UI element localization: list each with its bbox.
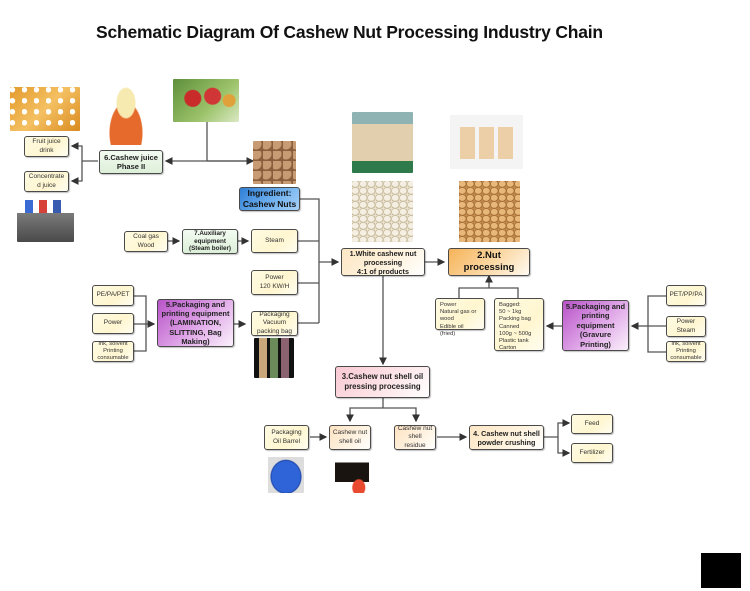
node-shell-oil: Cashew nut shell oil — [329, 425, 371, 450]
node-power-120: Power 120 KW/H — [251, 270, 298, 295]
node-nut-inputs: Power Natural gas or wood Edible oil (fr… — [435, 298, 485, 337]
wire-crush-split — [544, 422, 568, 454]
node-shell-residue: Cashew nut shell residue — [394, 425, 436, 450]
node-fruit-juice-drink: Fruit juice drink — [24, 136, 69, 157]
photo-white-kernels — [352, 181, 413, 242]
node-left-power: Power — [92, 313, 134, 334]
photo-cashew-tree — [173, 79, 239, 122]
photo-shell-oil — [335, 457, 369, 493]
node-packaging-lamination: 5.Packaging and printing equipment (LAMI… — [157, 299, 234, 347]
photo-vacuum-bags — [254, 338, 294, 378]
node-oil-barrel: Packaging Oil Barrel — [264, 425, 309, 450]
wire-shell-split — [349, 398, 417, 420]
node-cashew-juice: 6.Cashew juice Phase II — [99, 150, 163, 174]
node-feed: Feed — [571, 414, 613, 434]
node-white-cashew-processing: 1.White cashew nut processing 4:1 of pro… — [341, 248, 425, 276]
node-coal-gas: Coal gas Wood — [124, 231, 168, 252]
photo-retail-bags — [450, 115, 523, 169]
node-right-ink: Ink, solvent Printing consumable — [666, 341, 706, 362]
node-ingredient: Ingredient: Cashew Nuts — [239, 187, 300, 211]
node-right-power-steam: Power Steam — [666, 316, 706, 337]
node-left-pe-pa-pet: PE/PA/PET — [92, 285, 134, 306]
node-steam: Steam — [251, 229, 298, 253]
photo-pallets — [352, 112, 413, 173]
node-bagged: Bagged: 50 ~ 1kg Packing bag Canned 100g… — [494, 298, 544, 351]
diagram-title: Schematic Diagram Of Cashew Nut Processi… — [96, 22, 603, 42]
wire-right-inputs — [647, 295, 666, 353]
photo-juice-bags — [17, 200, 74, 242]
node-powder-crushing: 4. Cashew nut shell powder crushing — [469, 425, 544, 450]
wire-left-inputs — [134, 295, 147, 352]
wire-juice-split — [70, 142, 98, 162]
photo-juice-bottles — [10, 87, 80, 131]
node-auxiliary-equipment: 7.Auxiliary equipment (Steam boiler) — [182, 229, 238, 254]
node-left-ink: Ink, solvent Printing consumable — [92, 341, 134, 362]
node-shell-oil-pressing: 3.Cashew nut shell oil pressing processi… — [335, 366, 430, 398]
node-packaging-gravure: 5.Packaging and printing equipment (Grav… — [562, 300, 629, 351]
corner-black-square — [701, 553, 741, 588]
wire-ingredient — [300, 198, 320, 323]
wire-juice-split2 — [70, 161, 83, 185]
photo-roasted-kernels — [459, 181, 520, 242]
photo-juice-glass — [100, 85, 152, 145]
node-fertilizer: Fertilizer — [571, 443, 613, 463]
node-right-pet-pp-pa: PET/PP/PA — [666, 285, 706, 306]
node-packaging-vacuum: Packaging Vacuum packing bag — [251, 311, 298, 336]
node-concentrated-juice: Concentrate d juice — [24, 171, 69, 192]
node-nut-processing: 2.Nut processing — [448, 248, 530, 276]
photo-oil-barrel — [268, 457, 304, 493]
photo-raw-nuts — [253, 141, 296, 184]
